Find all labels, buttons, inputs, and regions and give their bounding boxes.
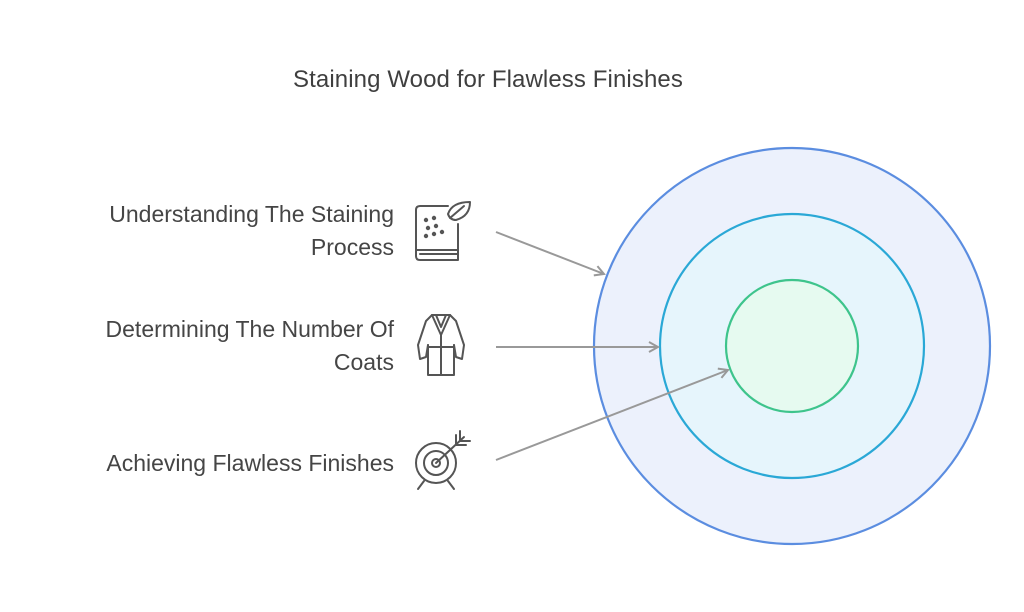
item-label-understanding: Understanding The Staining Process [109,201,394,260]
target-arrow-icon [408,427,474,493]
arrow-3 [495,370,728,461]
book-leaf-icon [408,198,474,264]
robe-icon [408,311,474,377]
item-label-coats: Determining The Number Of Coats [105,316,394,375]
arrow-1 [495,231,604,274]
inner-ring [724,278,860,414]
diagram-title: Staining Wood for Flawless Finishes [293,66,683,93]
item-label-achieving: Achieving Flawless Finishes [106,450,394,476]
